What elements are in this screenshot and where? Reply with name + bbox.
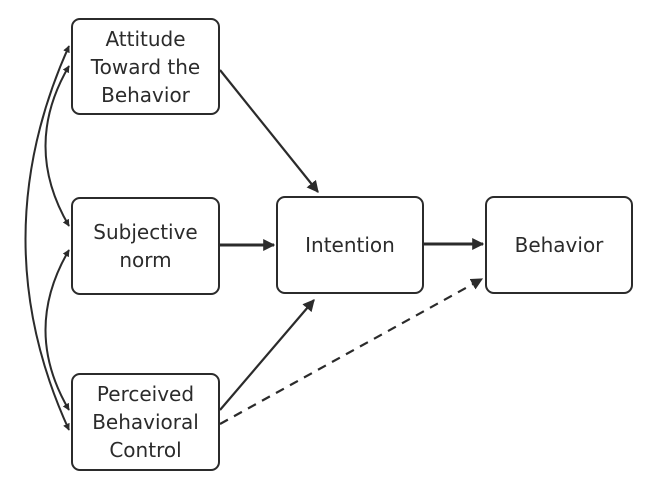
node-control-line-2: Behavioral [92,410,199,434]
node-control-line-1: Perceived [96,382,195,406]
node-attitude: Attitude Toward the Behavior [71,18,220,115]
node-control-line-3: Control [109,438,182,462]
node-behavior: Behavior [485,196,633,294]
node-subjective-line-1: Subjective [93,220,198,244]
node-attitude-line-2: Toward the [90,54,201,79]
node-perceived-control: Perceived Behavioral Control [71,373,220,471]
edge-control-behavior-dashed [219,278,484,425]
edge-subjective-control-curve [44,249,70,411]
node-attitude-line-3: Behavior [101,82,190,107]
edge-control-intention [219,299,315,411]
edge-attitude-intention [219,69,319,193]
node-behavior-label: Behavior [514,233,604,257]
node-attitude-line-1: Attitude [105,26,186,51]
node-intention: Intention [276,196,424,294]
node-subjective-norm: Subjective norm [71,197,220,295]
node-subjective-line-2: norm [119,248,172,272]
edge-attitude-control-curve [24,45,70,431]
edge-attitude-subjective-curve [44,65,70,227]
node-intention-label: Intention [305,233,395,257]
